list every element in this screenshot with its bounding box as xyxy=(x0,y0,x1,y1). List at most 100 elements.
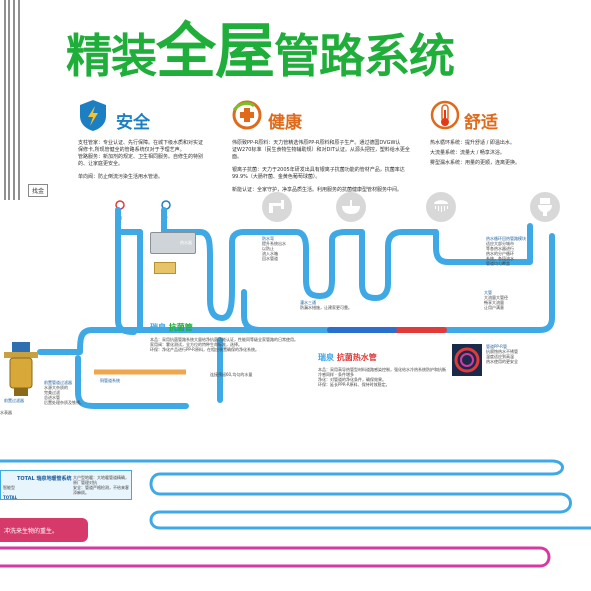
brand-red-lines: 本品：采用高导热管型材料道路感染控制，强化给水冷热系统防护和抗衡冷感同样 - 条… xyxy=(318,367,448,387)
filter-note-line: 水源大杂质的 xyxy=(44,385,68,390)
feature-safety-text: 支柱管家：专业认证、先行保障。在城下级水质和对实证 保修卡,所现管健全的管路系统… xyxy=(78,140,218,181)
feature-health-line: 伟原致PP-R原料：天力管精选伟原PP-R原料和原子生产。通过德国DVGW认 xyxy=(232,140,401,146)
left-panel-lines xyxy=(4,0,20,200)
copper-pipe-label: 铜管道系统 xyxy=(100,378,190,383)
hot-pipe-note: 管道PP-R管 抗腐蚀热水不锈管 温度适应到高温 热水使用的更安全 xyxy=(486,344,546,364)
backflow-note: 防水弯 提升系统出水 以防止 流入水箱 回水管道 xyxy=(262,236,302,261)
feature-health-line: 证W270标准（民生食物生物辅助规）和对DIT认证。从源头把控，塑料给水更全面。 xyxy=(232,147,410,160)
feature-safety-line: 支柱管家：专业认证、先行保障。在城下级水质和对实证 xyxy=(78,140,204,146)
filter-note: 前置管道过滤器 水源大杂质的 完美过滤 总进水管 后置处理杂质及铁锈。 xyxy=(44,380,94,405)
floor-heating-note-line: 大户型地暖：大地暖管道精确，原厂管理对抗 xyxy=(73,475,129,485)
basin-fixture xyxy=(336,192,366,222)
feature-safety-line: 保修卡,所现管健全的管路系统仅对于予理艺声。 xyxy=(78,147,185,153)
loop-note-line: 热水循环回热管路模块 xyxy=(486,236,526,241)
brand-blue-lines: 本品：采用抗菌管路系统大量给净抗菌功能认证，性能同等级全家管路的日常使用。 家用… xyxy=(150,337,340,352)
title-part1: 精装 xyxy=(66,29,157,83)
title-part3: 管路系统 xyxy=(274,29,455,83)
brand-blue-callout: 瑞泉 抗菌管 本品：采用抗菌管路系统大量给净抗菌功能认证，性能同等级全家管路的日… xyxy=(150,322,340,362)
loop-note-line: 适应大部分城市 xyxy=(486,241,514,246)
big-pipe-line: 大流量大管径 xyxy=(484,295,508,300)
floor-heating-tag: 智能型 · TOTAL xyxy=(3,485,17,500)
feature-comfort-title: 舒适 xyxy=(464,113,498,133)
prefilter-icon xyxy=(4,342,38,396)
feature-comfort-text: 热水循环系统：提升舒适 / 即温出水。 大流量系统：流量大 / 畅享沐浴。 雾型… xyxy=(430,140,580,167)
water-heater-label: 热水器 xyxy=(180,240,192,245)
brand-blue-line: 本品：采用抗菌管路系统大量给净抗菌功能认证，性能同等级全家管路的日常使用。 xyxy=(150,337,298,342)
prefilter-label: 前置过滤器 xyxy=(4,398,24,403)
copper-pipe-note: 连接预留60,均匀的水量 xyxy=(210,372,253,377)
brand-red-callout: 瑞泉 抗菌热水管 本品：采用高导热管型材料道路感染控制，强化给水冷热系统防护和抗… xyxy=(318,352,448,392)
floor-heating-tag-line: 智能型 · xyxy=(3,485,15,495)
water-heater-box: 热水器 xyxy=(150,232,196,254)
backflow-line: 防水弯 xyxy=(262,236,274,241)
toilet-fixture xyxy=(530,192,560,222)
brand-blue-line: 家用阀：雾化测试，全方位的特种生命标准，选择。 xyxy=(150,342,242,347)
feature-health-line: 新能认证：全家守护，净享品质生活。利用服务的抗菌健康型管材服务中间。 xyxy=(232,187,403,193)
brand-red-line: 环保：延长PPR-R原料、保持时效稳定。 xyxy=(318,382,390,387)
hot-pipe-line: 管道PP-R管 xyxy=(486,344,507,349)
feature-comfort-line: 雾型漏水系统：用量的更顺，连离更换。 xyxy=(430,160,521,166)
filter-note-line: 总进水管 xyxy=(44,395,60,400)
water-tee-line: 防漏水措施，让建家更可靠。 xyxy=(300,305,352,310)
hot-pipe-line: 热水使用的更安全 xyxy=(486,359,518,364)
big-pipe-line: 畅享大流量 xyxy=(484,300,504,305)
feature-comfort-line: 热水循环系统：提升舒适 / 即温出水。 xyxy=(430,140,515,146)
loop-note-line: 管道均匀覆盖 xyxy=(486,261,510,266)
plus-leaf-icon xyxy=(230,98,264,132)
feature-health-line: 99.9%（大肠杆菌、金黄色葡萄球菌）。 xyxy=(232,174,321,180)
filter-note-line: 后置处理杂质及铁锈。 xyxy=(44,400,84,405)
water-heater-base xyxy=(154,262,176,274)
brand-blue-name: 抗菌管 xyxy=(168,323,193,332)
filter-note-line: 完美过滤 xyxy=(44,390,60,395)
big-pipe-line: 让用户满意 xyxy=(484,305,504,310)
page-title: 精装全屋管路系统 xyxy=(66,22,455,83)
hot-pipe-cross-section-icon xyxy=(454,347,480,373)
basin-icon xyxy=(342,200,360,214)
backflow-line: 提升系统出水 xyxy=(262,241,286,246)
feature-safety-line: 管路服务：新加剂的规定、卫生相同服务。自修生的特别 xyxy=(78,154,204,160)
filter-note-line: 前置管道过滤器 xyxy=(44,380,72,385)
brand-red-name: 抗菌热水管 xyxy=(336,353,377,362)
feature-comfort-line: 大流量系统：流量大 / 畅享沐浴。 xyxy=(430,150,505,156)
brand-red-label: 瑞泉 xyxy=(318,353,334,362)
water-tee-note: 灌水三通 防漏水措施，让建家更可靠。 xyxy=(300,300,380,310)
brand-blue-line: 环保：净化产品进行PP-R原料，在相应装置确保的净化系统。 xyxy=(150,347,259,352)
loop-note-line: 热水的分户循环 xyxy=(486,251,514,256)
big-pipe-note: 大管 大流量大管径 畅享大流量 让用户满意 xyxy=(484,290,528,310)
water-meter-label: 水表器 xyxy=(0,410,12,415)
brand-red-line: 本品：采用高导热管型材料道路感染控制，强化给水冷热系统防护和抗衡冷感同样 - 条… xyxy=(318,367,446,377)
loop-note-line: 系统，各段流水 xyxy=(486,256,514,261)
backflow-line: 回水管道 xyxy=(262,256,278,261)
faucet-icon xyxy=(269,200,284,213)
feature-safety-line: 的、让家庭更安全。 xyxy=(78,161,124,167)
brand-red-line: 净化：对管道的净化条件，确保效果。 xyxy=(318,377,386,382)
prefilter-device xyxy=(4,342,38,398)
floor-heating-note: 大户型地暖：大地暖管道精确，原厂管理对抗 安全：管道严格检测，不给来客添麻烦。 xyxy=(73,475,129,495)
feature-health-line: 银离子抗菌：天力于2005年研发出具有银离子抗菌功能的管材产品，抗菌率达 xyxy=(232,167,405,173)
brand-red-heading: 瑞泉 抗菌热水管 xyxy=(318,352,448,363)
floor-heating-note-line: 安全：管道严格检测，不给来客添麻烦。 xyxy=(73,485,129,495)
feature-safety-line: 单向阀：防止倒流污染生活用水管道。 xyxy=(78,174,164,180)
floor-heating-box: TOTAL 瑞泉地暖管系统 大户型地暖：大地暖管道精确，原厂管理对抗 安全：管道… xyxy=(0,470,132,500)
loop-note-line: 等各热水器进行 xyxy=(486,246,514,251)
brand-blue-label: 瑞泉 xyxy=(150,323,166,332)
thermometer-icon xyxy=(428,98,462,132)
feature-safety-title: 安全 xyxy=(116,113,150,133)
feature-health-text: 伟原致PP-R原料：天力管精选伟原PP-R原料和原子生产。通过德国DVGW认 证… xyxy=(232,140,412,194)
feature-health-title: 健康 xyxy=(268,113,302,133)
floor-heating-tag-line: TOTAL xyxy=(3,495,18,500)
hot-pipe-line: 抗腐蚀热水不锈管 xyxy=(486,349,518,354)
floor-heating-brand: TOTAL 瑞泉地暖管系统 xyxy=(17,476,72,482)
faucet-fixture xyxy=(262,192,292,222)
pink-label-text: 冲洗来生物的重生。 xyxy=(4,528,59,535)
toilet-icon xyxy=(538,198,552,216)
brand-blue-heading: 瑞泉 抗菌管 xyxy=(150,322,340,333)
backflow-line: 以防止 xyxy=(262,246,274,251)
title-part2: 全屋 xyxy=(156,17,275,87)
left-panel-edge xyxy=(0,0,24,230)
copper-pipe-name: 铜管道系统 xyxy=(100,378,120,383)
hot-pipe-line: 温度适应到高温 xyxy=(486,354,514,359)
shower-fixture xyxy=(426,192,456,222)
shield-lightning-icon xyxy=(76,98,110,132)
